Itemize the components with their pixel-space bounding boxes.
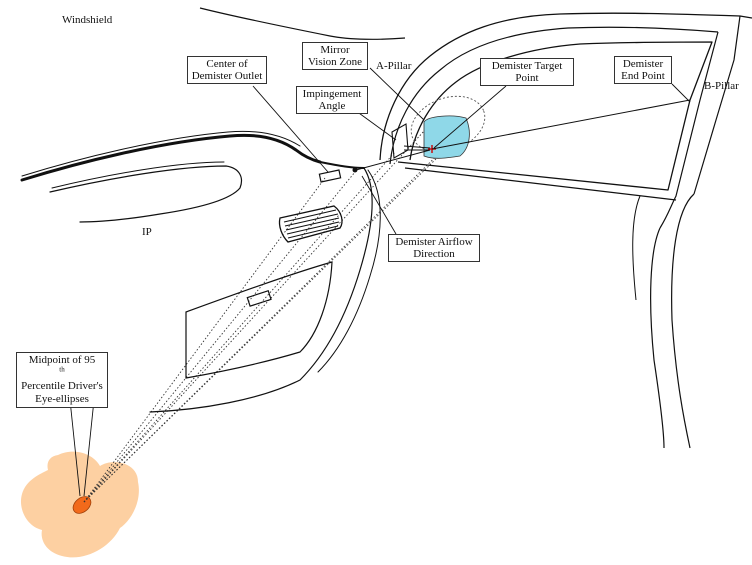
b-pillar-label: B-Pillar (704, 80, 739, 92)
airflow-direction-label: Demister Airflow Direction (388, 234, 480, 262)
sight-lines (83, 127, 466, 503)
glove-box-handle (246, 290, 272, 307)
demister-outlet (318, 167, 358, 183)
eye-midpoint-dot (72, 496, 92, 514)
mirror-vision-zone-outline (410, 95, 486, 153)
end-point-line (431, 99, 691, 150)
mirror-zone-label: Mirror Vision Zone (302, 42, 368, 70)
target-point-label: Demister Target Point (480, 58, 574, 86)
glove-box (185, 261, 333, 379)
a-pillar-label: A-Pillar (376, 60, 412, 72)
ip-label: IP (142, 226, 152, 238)
side-vent (278, 205, 343, 243)
center-outlet-label: Center of Demister Outlet (187, 56, 267, 84)
windshield-top-line (199, 7, 406, 40)
impingement-angle-label: Impingement Angle (296, 86, 368, 114)
airflow-direction-line (355, 149, 431, 171)
leader-lines (69, 67, 691, 497)
dashboard-outline (20, 130, 381, 413)
end-point-label: Demister End Point (614, 56, 672, 84)
door-frame (379, 12, 752, 449)
windshield-label: Windshield (62, 14, 113, 26)
